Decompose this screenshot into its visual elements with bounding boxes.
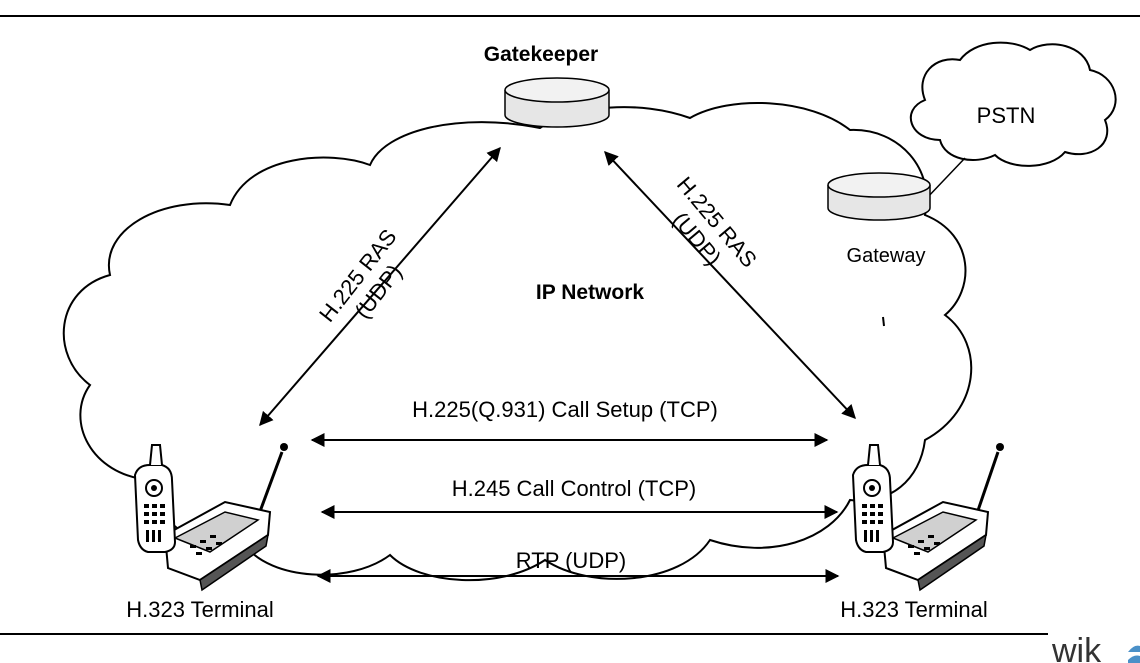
terminal-right-label: H.323 Terminal [840, 597, 988, 622]
tick-mark [882, 316, 885, 327]
pstn-link [924, 157, 966, 201]
left-terminal-phone-icon [133, 443, 288, 592]
ras-arrow-left [259, 146, 501, 427]
logo-text: wik [1051, 632, 1102, 663]
gatekeeper-label: Gatekeeper [484, 43, 598, 66]
gateway-label: Gateway [847, 245, 926, 267]
call-control-label: H.245 Call Control (TCP) [452, 476, 697, 501]
right-terminal-phone-icon [851, 443, 1004, 592]
pstn-cloud-icon [909, 41, 1117, 167]
call-setup-label: H.225(Q.931) Call Setup (TCP) [412, 397, 718, 422]
terminal-left-label: H.323 Terminal [126, 597, 274, 622]
ip-network-cloud-icon [62, 101, 973, 582]
ras-arrow-right [604, 150, 856, 420]
ip-network-label: IP Network [536, 281, 644, 304]
gateway-server-icon [827, 172, 931, 221]
pstn-label: PSTN [977, 103, 1036, 128]
logo-accent-icon [1128, 645, 1140, 652]
rtp-label: RTP (UDP) [516, 548, 626, 573]
wik-logo: wik [1051, 632, 1140, 663]
gatekeeper-server-icon [504, 77, 610, 128]
